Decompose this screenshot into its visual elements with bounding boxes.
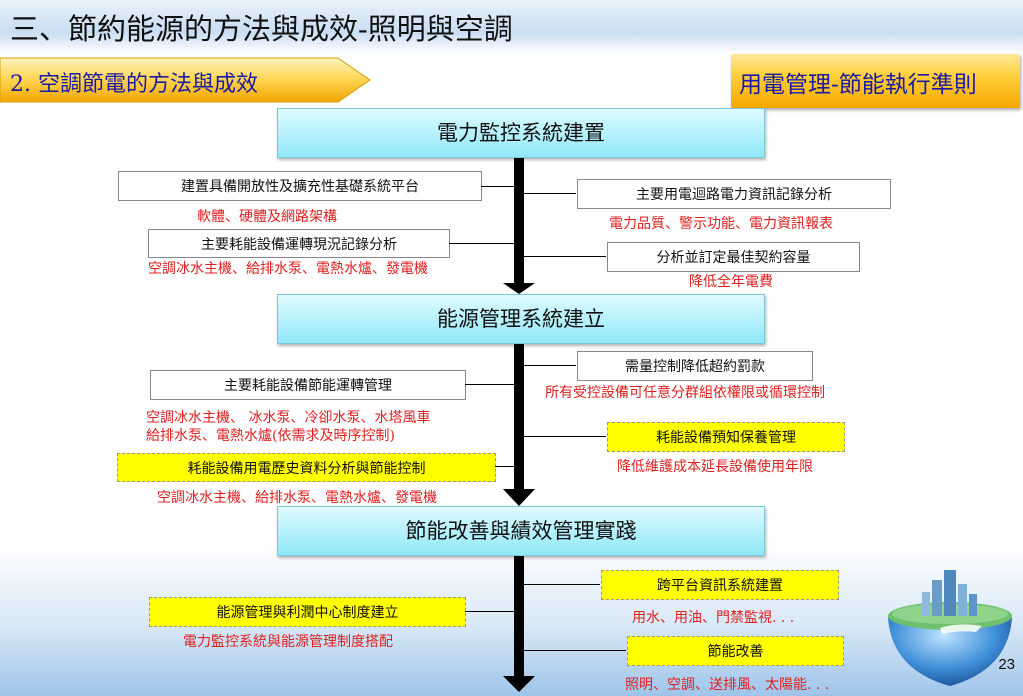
page-number: 23	[998, 656, 1015, 673]
arrow-head-1	[503, 283, 535, 294]
task-note: 空調冰水主機、 冰水泵、冷卻水泵、水塔風車	[146, 410, 431, 426]
arrow-shaft-1	[514, 157, 524, 285]
arrow-shaft-2	[514, 343, 524, 491]
task-box: 主要用電迴路電力資訊記錄分析	[577, 179, 891, 209]
highlighted-task-box: 耗能設備用電歷史資料分析與節能控制	[117, 453, 496, 482]
city-globe-illustration	[888, 570, 1012, 686]
connector	[465, 384, 514, 385]
task-box: 需量控制降低超約罰款	[577, 351, 813, 381]
task-note: 軟體、硬體及網路架構	[197, 209, 337, 225]
task-box: 主要耗能設備節能運轉管理	[150, 370, 466, 400]
connector	[495, 466, 514, 467]
connector	[481, 186, 514, 187]
arrow-shaft-3	[514, 554, 524, 680]
stage-box-1: 電力監控系統建置	[277, 108, 765, 158]
connector	[524, 650, 626, 651]
highlighted-task-box: 能源管理與利潤中心制度建立	[149, 597, 466, 627]
highlighted-task-box: 跨平台資訊系統建置	[601, 570, 839, 600]
task-note: 空調冰水主機、給排水泵、電熱水爐、發電機	[157, 490, 437, 506]
connector	[524, 365, 576, 366]
stage-box-3: 節能改善與績效管理實踐	[277, 506, 765, 556]
stage-box-2: 能源管理系統建立	[277, 294, 765, 344]
connector	[524, 584, 600, 585]
task-note: 降低全年電費	[689, 274, 773, 290]
arrow-head-3	[503, 676, 535, 692]
subtitle-tab	[0, 57, 371, 103]
section-subtitle: 2. 空調節電的方法與成效	[10, 72, 258, 97]
connector	[524, 436, 606, 437]
task-box: 建置具備開放性及擴充性基礎系統平台	[118, 171, 482, 201]
connector	[524, 193, 576, 194]
page-title: 三、節約能源的方法與成效-照明與空調	[10, 12, 513, 46]
task-note: 用水、用油、門禁監視. . .	[632, 610, 795, 626]
connector	[465, 611, 514, 612]
highlighted-task-box: 節能改善	[627, 636, 844, 666]
task-note: 所有受控設備可任意分群組依權限或循環控制	[545, 385, 825, 401]
task-box: 主要耗能設備運轉現況記錄分析	[148, 229, 450, 258]
task-note: 照明、空調、送排風、太陽能. . .	[625, 677, 830, 693]
highlighted-task-box: 耗能設備預知保養管理	[607, 422, 845, 452]
connector	[449, 243, 514, 244]
rule-title: 用電管理-節能執行準則	[739, 72, 977, 98]
rule-tab	[731, 54, 1020, 108]
arrow-head-2	[503, 489, 535, 506]
task-note: 空調冰水主機、給排水泵、電熱水爐、發電機	[148, 261, 428, 277]
connector	[524, 256, 606, 257]
task-box: 分析並訂定最佳契約容量	[607, 242, 860, 272]
task-note: 給排水泵、電熱水爐(依需求及時序控制)	[146, 428, 395, 444]
task-note: 電力監控系統與能源管理制度搭配	[183, 634, 393, 650]
title-bar	[0, 0, 1023, 54]
task-note: 電力品質、警示功能、電力資訊報表	[609, 216, 833, 232]
task-note: 降低維護成本延長設備使用年限	[617, 459, 813, 475]
